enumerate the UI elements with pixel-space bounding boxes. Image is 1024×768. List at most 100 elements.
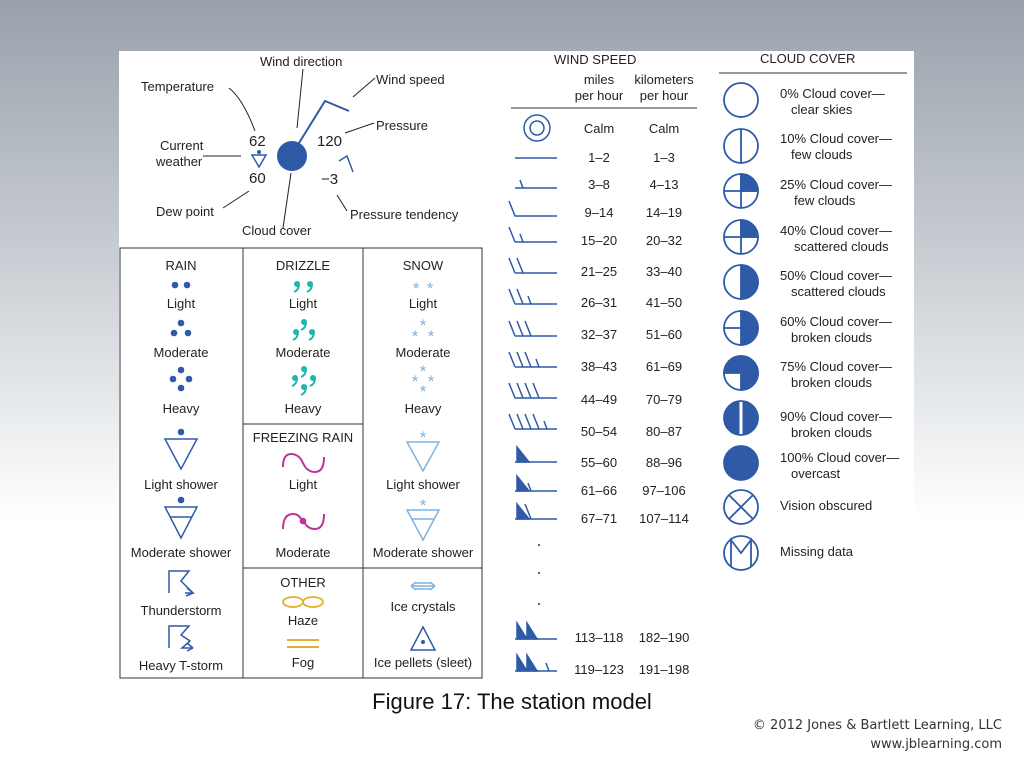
rain-moderate-shower-label: Moderate shower	[131, 545, 232, 560]
drizzle-light-label: Light	[289, 296, 318, 311]
station-model-figure: 62 60 120 −3 Temperature Wind direction …	[119, 51, 907, 679]
kmh-row-8: 61–69	[646, 359, 682, 374]
svg-text:*: *	[420, 496, 427, 515]
cloud-90-label-2: broken clouds	[791, 425, 872, 440]
label-wind-speed: Wind speed	[376, 72, 445, 87]
snow-heavy-icon: ****	[412, 362, 435, 401]
drizzle-heavy-label: Heavy	[285, 401, 322, 416]
other-section: OTHER Haze Fog	[280, 575, 326, 670]
barb-26-31-icon	[508, 288, 557, 305]
mph-row-5: 21–25	[581, 264, 617, 279]
cloud-60-label-2: broken clouds	[791, 330, 872, 345]
label-temperature: Temperature	[141, 79, 214, 94]
drizzle-header: DRIZZLE	[276, 258, 331, 273]
cloud-10-icon	[723, 128, 759, 164]
rain-heavy-label: Heavy	[163, 401, 200, 416]
kmh-row-10: 80–87	[646, 424, 682, 439]
mph-row-7: 32–37	[581, 327, 617, 342]
cloud-cover-table: CLOUD COVER 0% Cloud cover— clear skies …	[719, 51, 907, 571]
barb-3-8-icon	[515, 179, 557, 189]
cloud-75-label-2: broken clouds	[791, 375, 872, 390]
barb-21-25-icon	[508, 257, 557, 274]
snow-column: SNOW ** Light *** Moderate **** Heavy * …	[373, 258, 474, 670]
label-current-weather-line2: weather	[155, 154, 203, 169]
rain-light-label: Light	[167, 296, 196, 311]
mph-row-0: Calm	[584, 121, 614, 136]
mph-row-1: 1–2	[588, 150, 610, 165]
mph-row-9: 44–49	[581, 392, 617, 407]
missing-data-label: Missing data	[780, 544, 854, 559]
barb-61-66-icon	[515, 473, 557, 492]
kmh-row-5: 33–40	[646, 264, 682, 279]
cloud-90-label-1: 90% Cloud cover—	[780, 409, 892, 424]
heavy-tstorm-label: Heavy T-storm	[139, 658, 223, 673]
kmh-row-4: 20–32	[646, 233, 682, 248]
drizzle-moderate-label: Moderate	[276, 345, 331, 360]
cloud-10-label-1: 10% Cloud cover—	[780, 131, 892, 146]
label-pressure-tendency: Pressure tendency	[350, 207, 459, 222]
cloud-25-label-1: 25% Cloud cover—	[780, 177, 892, 192]
snow-moderate-icon: ***	[412, 316, 435, 346]
other-header: OTHER	[280, 575, 326, 590]
ice-pellets-label: Ice pellets (sleet)	[374, 655, 472, 670]
snow-moderate-shower-label: Moderate shower	[373, 545, 474, 560]
svg-text:*: *	[413, 279, 420, 298]
fog-icon	[287, 639, 319, 648]
temperature-value: 62	[249, 133, 266, 150]
haze-label: Haze	[288, 613, 318, 628]
kmh-row-6: 41–50	[646, 295, 682, 310]
vision-obscured-icon	[723, 489, 759, 525]
cloud-40-label-1: 40% Cloud cover—	[780, 223, 892, 238]
freezing-rain-header: FREEZING RAIN	[253, 430, 353, 445]
pressure-value: 120	[317, 133, 342, 150]
snow-heavy-label: Heavy	[405, 401, 442, 416]
station-model: 62 60 120 −3 Temperature Wind direction …	[141, 54, 459, 238]
kmh-row-9: 70–79	[646, 392, 682, 407]
website-line: www.jblearning.com	[870, 737, 1002, 752]
mph-row-15: 119–123	[574, 662, 624, 677]
barb-119-123-icon	[515, 652, 557, 672]
snow-header: SNOW	[403, 258, 444, 273]
label-wind-direction: Wind direction	[260, 54, 342, 69]
label-dew-point: Dew point	[156, 204, 214, 219]
weather-symbol-table: RAIN Light Moderate Heavy Light shower	[119, 247, 483, 679]
snow-light-shower-icon: *	[405, 428, 441, 473]
snow-light-icon: **	[413, 279, 434, 298]
barb-113-118-icon	[515, 620, 557, 640]
wind-barb-icon	[298, 99, 350, 144]
cloud-25-label-2: few clouds	[794, 193, 856, 208]
drizzle-light-icon	[293, 281, 313, 293]
kmh-row-3: 14–19	[646, 205, 682, 220]
freezing-rain-light-label: Light	[289, 477, 318, 492]
svg-text:*: *	[412, 327, 419, 346]
svg-text:*: *	[420, 362, 427, 381]
cloud-100-label-2: overcast	[791, 466, 841, 481]
mph-row-4: 15–20	[581, 233, 617, 248]
fog-label: Fog	[292, 655, 314, 670]
col-kmh-line2: per hour	[640, 88, 689, 103]
kmh-row-2: 4–13	[650, 177, 679, 192]
copyright-line: © 2012 Jones & Bartlett Learning, LLC	[752, 718, 1002, 733]
mph-row-3: 9–14	[585, 205, 614, 220]
mph-row-11: 55–60	[581, 455, 617, 470]
cloud-25-icon	[723, 173, 759, 209]
col-mph-line1: miles	[584, 72, 615, 87]
rain-heavy-icon	[169, 366, 193, 392]
ice-crystals-icon	[410, 581, 436, 591]
rain-moderate-shower-icon	[163, 496, 199, 540]
mph-row-12: 61–66	[581, 483, 617, 498]
col-mph-line2: per hour	[575, 88, 624, 103]
col-kmh-line1: kilometers	[634, 72, 694, 87]
cloud-cover-labels: 0% Cloud cover— clear skies 10% Cloud co…	[780, 86, 899, 559]
barb-38-43-icon	[508, 351, 557, 368]
cloud-0-label-1: 0% Cloud cover—	[780, 86, 885, 101]
snow-light-shower-label: Light shower	[386, 477, 460, 492]
wind-speed-header: WIND SPEED	[554, 52, 636, 67]
rain-header: RAIN	[165, 258, 196, 273]
barb-32-37-icon	[508, 320, 557, 337]
label-current-weather-line1: Current	[160, 138, 204, 153]
mph-row-6: 26–31	[581, 295, 617, 310]
calm-symbol-icon	[523, 114, 551, 142]
kmh-row-1: 1–3	[653, 150, 675, 165]
snow-light-label: Light	[409, 296, 438, 311]
